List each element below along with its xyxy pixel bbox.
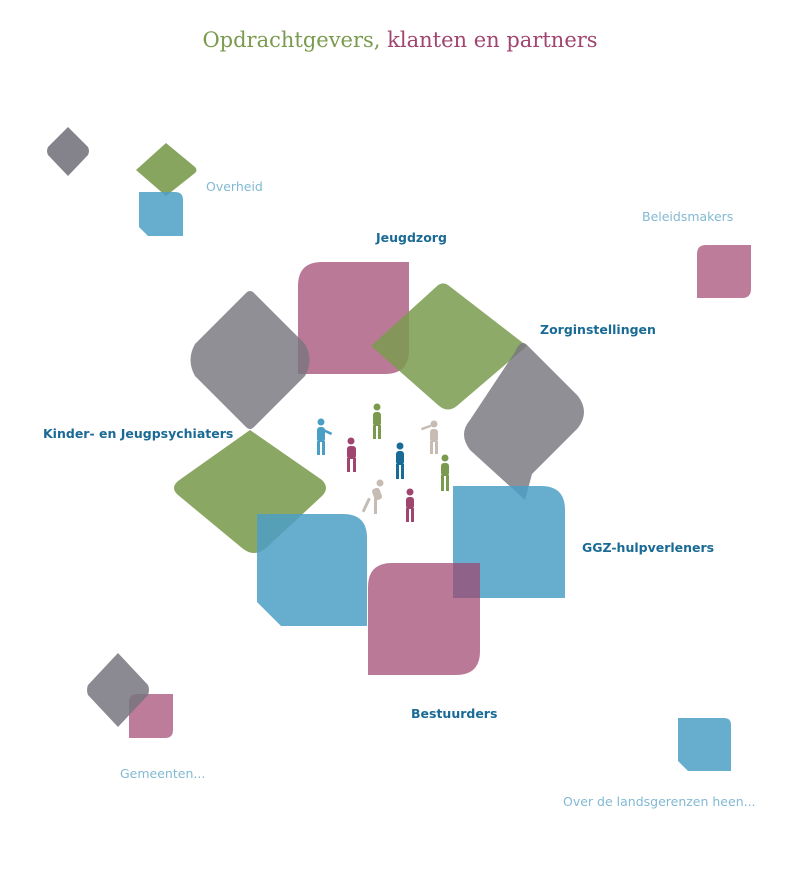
bestuurders-pink-square <box>368 563 480 675</box>
green-diamond-small <box>136 143 197 196</box>
label-bestuurders: Bestuurders <box>411 706 498 721</box>
person-figure <box>396 442 404 479</box>
page-title: Opdrachtgevers, klanten en partners <box>0 28 800 52</box>
pink-square-small <box>129 694 173 738</box>
beleidsmakers-shape <box>697 245 751 298</box>
person-figure <box>420 420 438 454</box>
person-figure <box>373 403 381 439</box>
kinder-gray-diamond <box>190 291 310 429</box>
person-figure <box>441 454 449 491</box>
over-de-grenzen-shape <box>678 718 731 771</box>
blue-square-small <box>139 192 183 236</box>
label-over-de-grenzen: Over de landsgerenzen heen... <box>563 794 756 809</box>
label-beleidsmakers: Beleidsmakers <box>642 209 734 224</box>
label-ggz-hulpverleners: GGZ-hulpverleners <box>582 540 715 555</box>
person-figure <box>406 488 414 522</box>
title-part-2: klanten en partners <box>387 28 598 52</box>
person-figure <box>317 418 333 455</box>
person-figure <box>347 437 356 472</box>
label-gemeenten: Gemeenten... <box>120 766 206 781</box>
label-kinder-jeugdpsychiaters: Kinder- en Jeugpsychiaters <box>43 426 234 441</box>
ggz-blue-square <box>453 486 565 598</box>
gray-diamond-small-bottom <box>87 653 149 727</box>
title-part-1: Opdrachtgevers, <box>202 28 381 52</box>
label-overheid: Overheid <box>206 179 263 194</box>
people-figures <box>317 403 449 522</box>
person-figure <box>361 479 384 514</box>
zorg-green-diamond <box>371 283 527 410</box>
center-blue-square <box>257 514 367 626</box>
gemeenten-shapes <box>87 653 173 738</box>
zorg-gray-diamond <box>464 343 584 500</box>
label-zorginstellingen: Zorginstellingen <box>540 322 656 337</box>
central-ring <box>174 262 584 675</box>
label-jeugdzorg: Jeugdzorg <box>376 230 447 245</box>
gray-diamond-small <box>47 127 89 176</box>
overheid-shapes <box>47 127 197 236</box>
